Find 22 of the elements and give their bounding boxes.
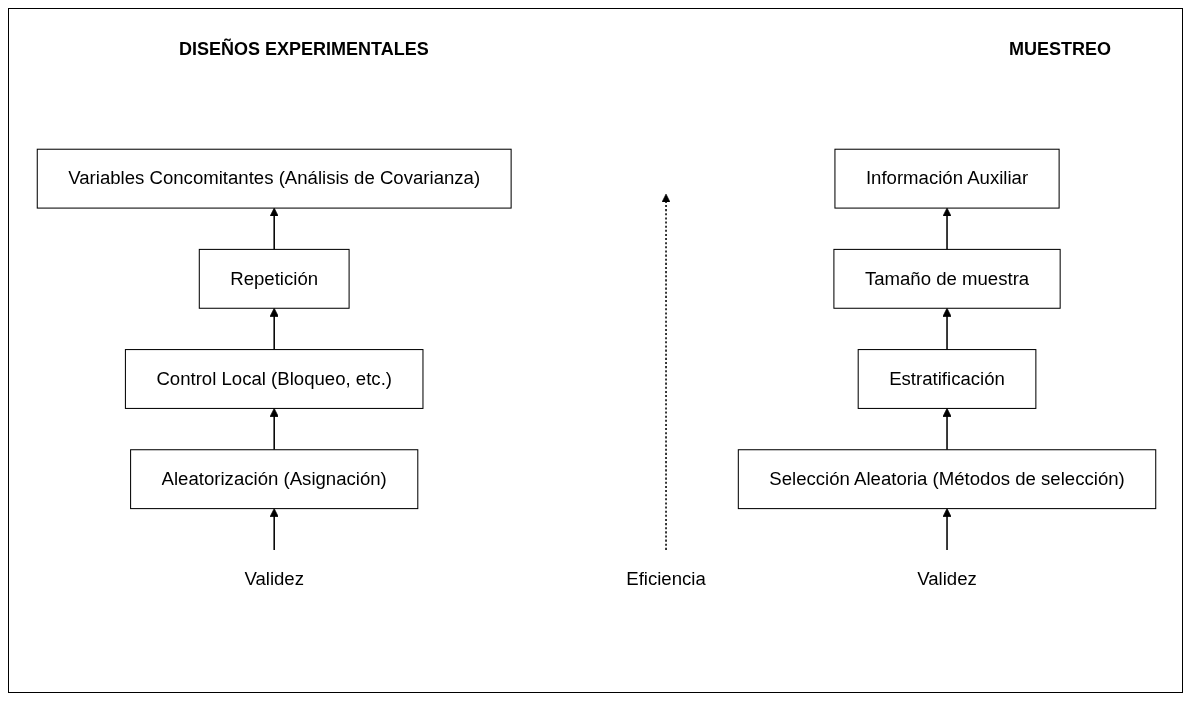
- column-heading: MUESTREO: [1009, 39, 1111, 60]
- arrow: [942, 508, 952, 551]
- process-box: Aleatorización (Asignación): [130, 449, 419, 510]
- arrow: [269, 508, 279, 551]
- arrow: [269, 408, 279, 451]
- column-heading: DISEÑOS EXPERIMENTALES: [179, 39, 429, 60]
- process-box: Repetición: [198, 248, 350, 309]
- process-box: Control Local (Bloqueo, etc.): [124, 349, 424, 409]
- arrow: [942, 207, 952, 251]
- text-label: Validez: [917, 568, 977, 590]
- arrow: [661, 193, 671, 551]
- process-box: Variables Concomitantes (Análisis de Covarianza): [36, 148, 512, 209]
- process-box: Estratificación: [857, 349, 1037, 409]
- process-box: Tamaño de muestra: [833, 248, 1061, 309]
- arrow: [942, 307, 952, 351]
- text-label: Eficiencia: [626, 568, 706, 590]
- arrow: [269, 207, 279, 251]
- arrow: [942, 408, 952, 451]
- process-box: Selección Aleatoria (Métodos de selección): [737, 449, 1157, 510]
- arrow: [269, 307, 279, 351]
- text-label: Validez: [244, 568, 304, 590]
- process-box: Información Auxiliar: [834, 148, 1060, 209]
